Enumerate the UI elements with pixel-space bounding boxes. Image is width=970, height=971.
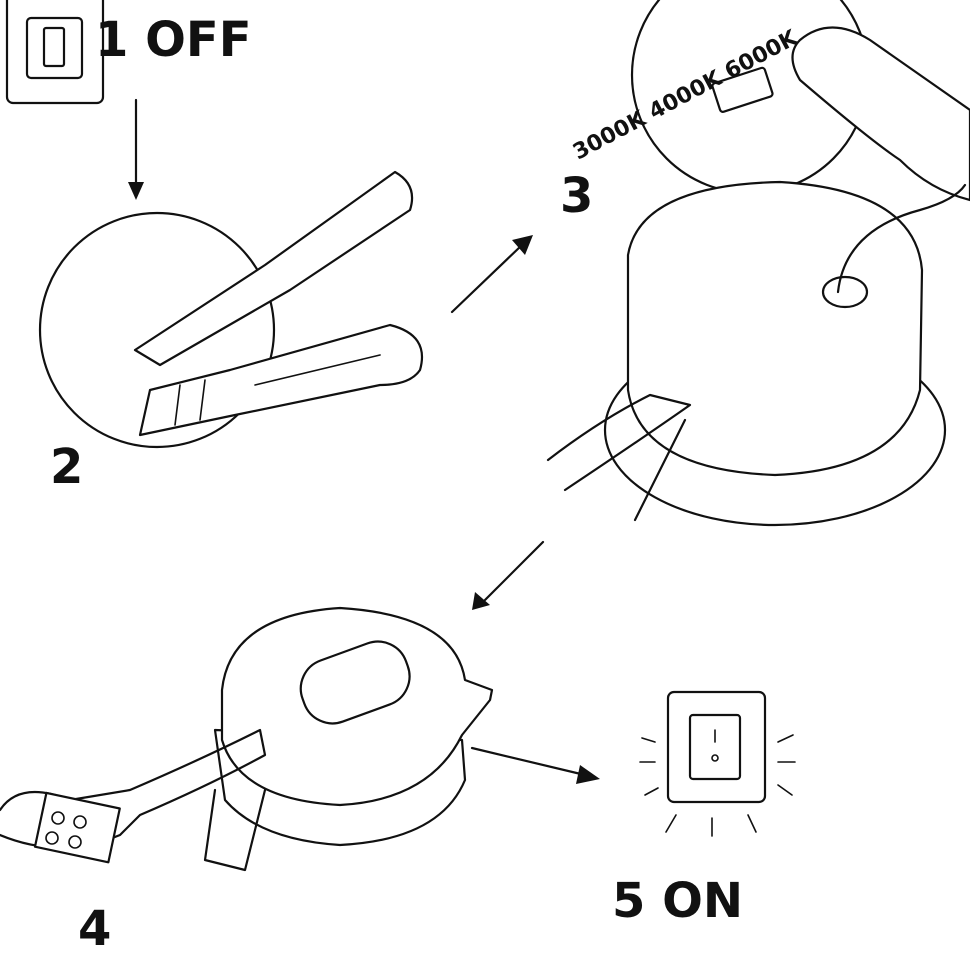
step-4-connect: 4 (0, 606, 494, 957)
switch-toggle-icon (42, 26, 66, 68)
step-5-switch-on: 5 ON (612, 690, 796, 929)
step-2-strip-cable: 2 (38, 170, 424, 495)
cable-icon (138, 323, 424, 437)
cct-slider-switch (711, 66, 774, 113)
cct-options: 3000K 4000K 6000K (569, 25, 802, 165)
cct-switch (299, 640, 411, 725)
step-2-label: 2 (50, 439, 83, 495)
wall-plate-icon (5, 0, 105, 105)
step-4-label: 4 (78, 901, 111, 957)
arrow-down-icon (128, 98, 144, 200)
light-rays-icon (639, 734, 796, 837)
arrow-right-icon (470, 746, 600, 784)
downlight-body (626, 180, 924, 477)
step-3-select-cct: 3000K 4000K 6000K 3 (546, 0, 970, 527)
wall-plate-icon (666, 690, 767, 804)
spring-clip (203, 788, 267, 872)
detail-circle (38, 211, 276, 449)
arrow-up-right-icon (450, 235, 533, 314)
step-1-switch-off: 1 OFF (5, 0, 252, 105)
switch-toggle-icon (688, 713, 742, 781)
downlight-body (220, 606, 494, 807)
finger-icon (791, 26, 970, 202)
step-3-label: 3 (560, 168, 593, 224)
arrow-down-left-icon (472, 540, 545, 610)
step-1-label: 1 OFF (95, 12, 252, 68)
knife-icon (133, 170, 414, 367)
step-5-label: 5 ON (612, 873, 743, 929)
